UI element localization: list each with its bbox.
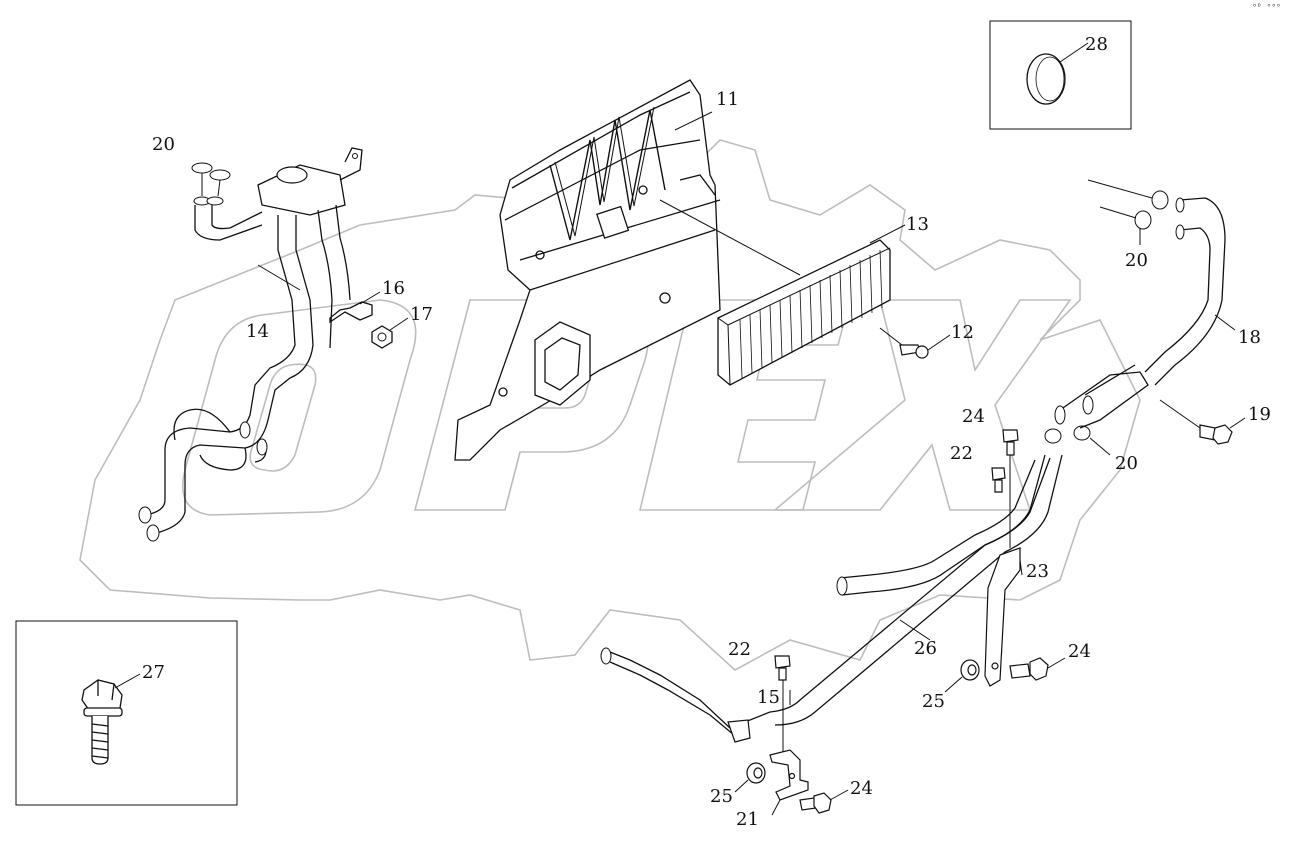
callout-17: 17 xyxy=(410,304,433,325)
callout-12: 12 xyxy=(951,322,974,343)
callout-22-b: 22 xyxy=(728,639,751,660)
hose-part-18 xyxy=(1087,179,1236,386)
bolt-part-22-top xyxy=(991,467,1006,493)
watermark-letter-o xyxy=(181,299,417,516)
bolt-part-22-lower xyxy=(774,655,791,755)
bracket-part-16 xyxy=(329,291,381,324)
bolt-part-27 xyxy=(81,679,123,765)
bracket-part-21 xyxy=(769,749,809,816)
callout-20-c: 20 xyxy=(1115,453,1138,474)
callout-28: 28 xyxy=(1085,34,1108,55)
callout-25-a: 25 xyxy=(922,691,945,712)
callout-27: 27 xyxy=(142,662,165,683)
detail-box-28 xyxy=(989,20,1132,130)
bracket-part-23 xyxy=(984,547,1023,687)
callout-11: 11 xyxy=(716,89,739,110)
callout-19: 19 xyxy=(1248,404,1271,425)
screw-part-12 xyxy=(879,327,951,359)
corner-mark: ᵒᴰ ᵒᵒᵒ xyxy=(1252,2,1281,11)
callout-13: 13 xyxy=(906,214,929,235)
callout-23: 23 xyxy=(1026,561,1049,582)
plug-cap-part-28 xyxy=(1026,53,1066,105)
callout-22-a: 22 xyxy=(950,443,973,464)
bolt-part-24-lower xyxy=(799,789,849,814)
bolt-part-24-top xyxy=(1002,429,1019,548)
callout-24-c: 24 xyxy=(850,778,873,799)
callout-18: 18 xyxy=(1238,327,1261,348)
bolt-part-19 xyxy=(1159,399,1246,445)
callout-15: 15 xyxy=(757,687,780,708)
detail-box-27 xyxy=(15,620,238,806)
callout-20-a: 20 xyxy=(152,134,175,155)
nut-part-25-lower xyxy=(734,762,766,793)
hose-part-26 xyxy=(600,364,1149,743)
callout-24-b: 24 xyxy=(1068,641,1091,662)
bolt-part-24-right xyxy=(1009,657,1066,681)
heater-hose-assembly-14 xyxy=(138,147,363,542)
callout-16: 16 xyxy=(382,278,405,299)
nut-part-25-right xyxy=(944,659,980,693)
nut-part-17 xyxy=(371,317,409,349)
callout-14: 14 xyxy=(246,321,269,342)
callout-26: 26 xyxy=(914,638,937,659)
callout-20-b: 20 xyxy=(1125,250,1148,271)
callout-25-b: 25 xyxy=(710,786,733,807)
callout-21: 21 xyxy=(736,809,759,830)
air-housing-part-11 xyxy=(454,79,721,461)
cabin-filter-part-13 xyxy=(659,199,906,386)
callout-labels: 20 14 16 17 11 13 12 28 20 18 19 20 24 2… xyxy=(142,34,1271,830)
callout-24-a: 24 xyxy=(962,406,985,427)
